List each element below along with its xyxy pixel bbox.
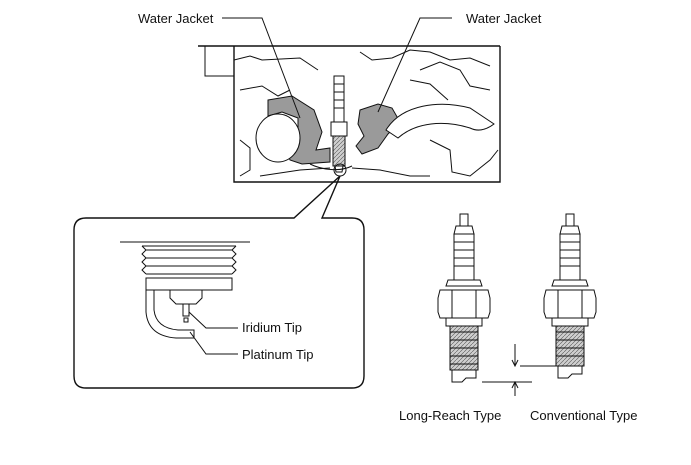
detail-callout: [73, 175, 365, 389]
reach-dimension: [482, 344, 560, 396]
detail-threads: [141, 245, 237, 275]
label-water-jacket-right: Water Jacket: [466, 11, 542, 26]
long-reach-spark-plug: [437, 213, 491, 383]
cylinder-head-section: [198, 45, 501, 183]
water-jacket-right-region: [355, 103, 401, 155]
installed-spark-plug: [330, 75, 348, 173]
leader-water-jacket-right: [377, 17, 452, 113]
label-iridium-tip: Iridium Tip: [242, 320, 302, 335]
leader-water-jacket-left: [222, 17, 301, 119]
label-long-reach-type: Long-Reach Type: [399, 408, 501, 423]
label-platinum-tip: Platinum Tip: [242, 347, 314, 362]
conventional-spark-plug: [543, 213, 597, 379]
label-conventional-type: Conventional Type: [530, 408, 637, 423]
label-water-jacket-left: Water Jacket: [138, 11, 214, 26]
